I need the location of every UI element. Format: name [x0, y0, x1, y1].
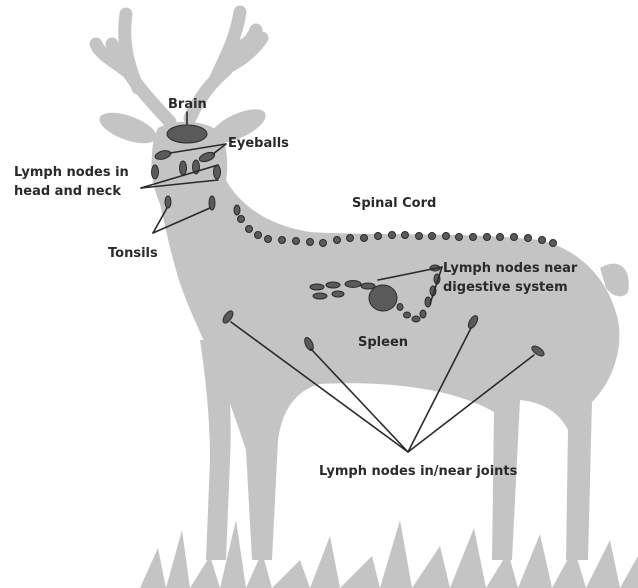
brain-label: Brain	[168, 97, 207, 112]
lymph-head-neck-label-line1: Lymph nodes in	[14, 165, 129, 180]
brain-shape	[167, 125, 207, 143]
tonsils-label: Tonsils	[108, 246, 158, 261]
lymph-digestive-label-line1: Lymph nodes near	[443, 261, 578, 276]
eyeballs-label: Eyeballs	[228, 136, 289, 151]
spleen-shape	[369, 285, 397, 311]
spleen-label: Spleen	[358, 335, 408, 350]
spinal-cord-label: Spinal Cord	[352, 196, 436, 211]
lymph-joints-label: Lymph nodes in/near joints	[319, 464, 518, 479]
lymph-digestive-label-line2: digestive system	[443, 280, 568, 295]
lymph-head-neck-label-line2: head and neck	[14, 184, 121, 199]
